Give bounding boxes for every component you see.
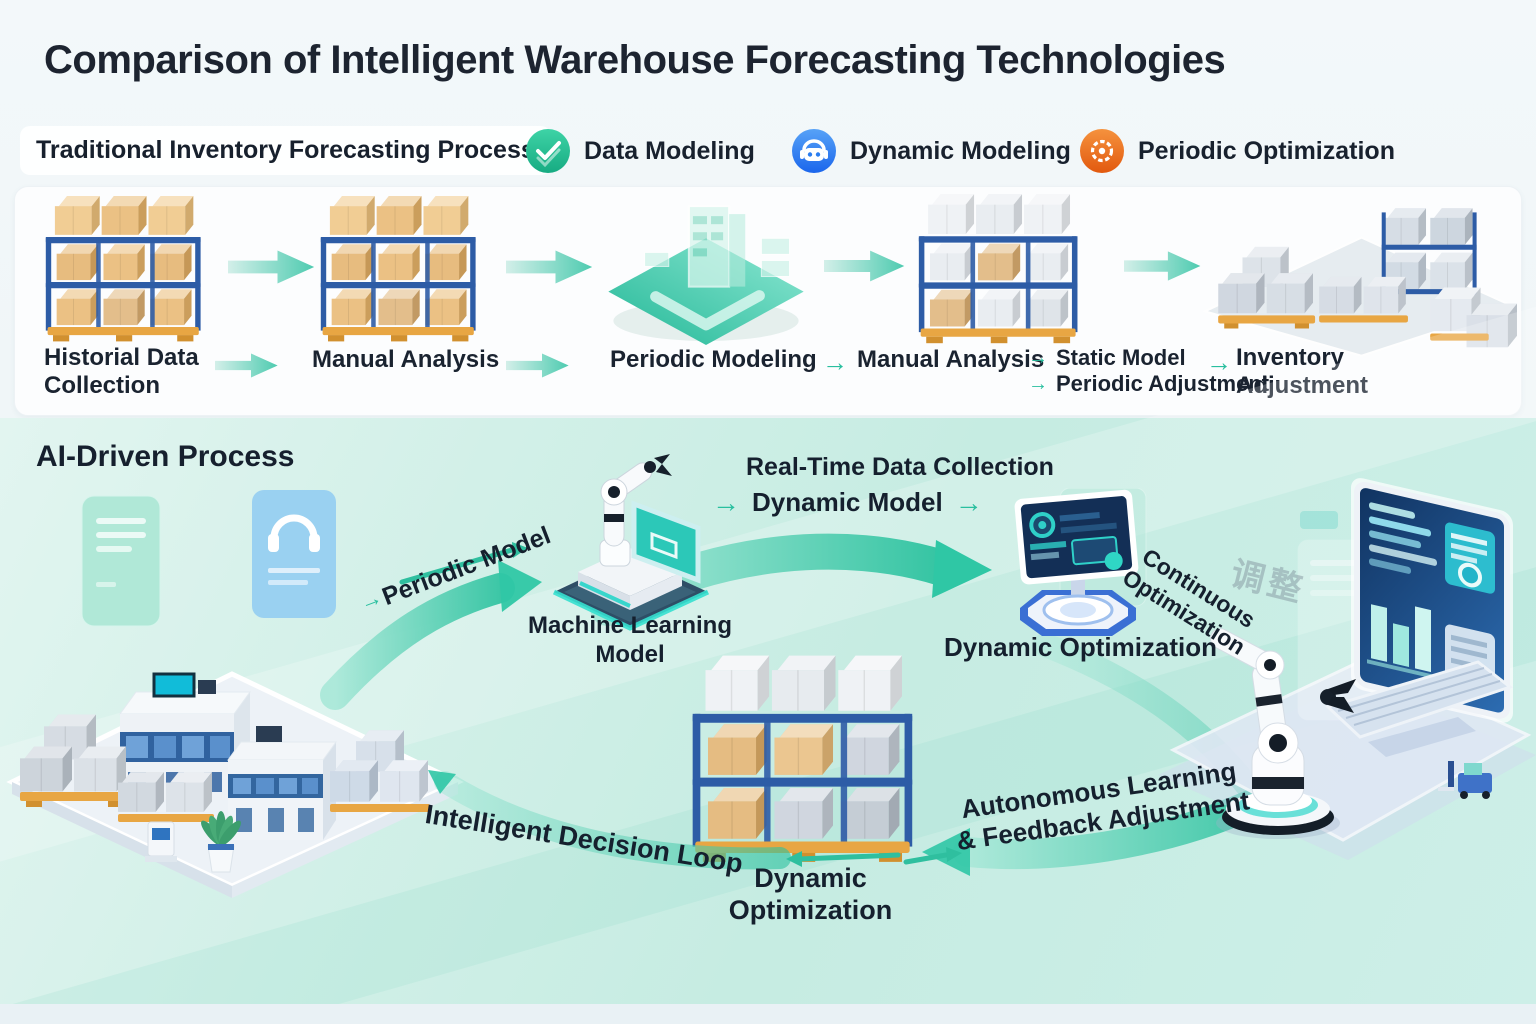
flow-arcs-over-icon bbox=[399, 542, 962, 870]
laptop-robot-icon bbox=[1158, 478, 1536, 860]
arrow-right-icon bbox=[1124, 248, 1202, 284]
arrow-right-icon: → bbox=[1206, 347, 1232, 377]
step-label-static-model: Static Model bbox=[1056, 345, 1186, 370]
arrow-right-icon: → bbox=[1028, 346, 1048, 369]
arrow-right-icon: → bbox=[1028, 372, 1048, 395]
legend-item-periodic-optimization: Periodic Optimization bbox=[1079, 128, 1395, 174]
page-title: Comparison of Intelligent Warehouse Fore… bbox=[44, 38, 1226, 82]
digital-platform-icon bbox=[608, 205, 804, 345]
label-dynamic-optimization-loop: Dynamic Optimization bbox=[728, 863, 893, 926]
label-real-time-data-collection: Real-Time Data Collection bbox=[746, 453, 1054, 481]
step-label-historical-data: Historial Data Collection bbox=[44, 344, 199, 400]
floating-card-headset bbox=[252, 490, 336, 618]
arrow-right-icon bbox=[506, 352, 570, 379]
label-dynamic-model: Dynamic Model bbox=[752, 487, 943, 518]
warehouse-rack-icon bbox=[917, 190, 1083, 347]
dynamic-model-row: → Dynamic Model → bbox=[712, 487, 983, 519]
pallet-stack bbox=[20, 713, 132, 807]
legend-label: Data Modeling bbox=[584, 136, 755, 165]
robot-arm-screen-icon bbox=[552, 454, 710, 631]
robot-arm bbox=[1210, 628, 1356, 839]
laptop-keyboard bbox=[1325, 660, 1514, 757]
arrow-right-icon bbox=[228, 248, 316, 286]
dashboard-monitor-icon bbox=[1014, 488, 1147, 636]
legend-item-data-modeling: Data Modeling bbox=[525, 128, 755, 174]
kiosk bbox=[145, 821, 177, 862]
arrow-right-icon bbox=[506, 248, 594, 286]
step-label-manual-analysis: Manual Analysis bbox=[312, 346, 500, 373]
step-label-manual-analysis-2: Manual Analysis bbox=[857, 346, 1045, 373]
robot-icon bbox=[792, 129, 836, 173]
arrow-right-icon: → bbox=[822, 347, 848, 377]
legend-label: Periodic Optimization bbox=[1138, 136, 1395, 165]
step-label-periodic-adjustment: Periodic Adjustment bbox=[1056, 371, 1270, 396]
laptop-screen bbox=[1351, 478, 1513, 723]
label-machine-learning-model: Machine Learning Model bbox=[527, 612, 733, 668]
ai-process-heading: AI-Driven Process bbox=[36, 440, 295, 473]
forklift bbox=[1438, 761, 1492, 799]
bottom-strip bbox=[0, 1004, 1536, 1024]
warehouse-rack-icon bbox=[44, 192, 206, 345]
arrow-right-icon: → bbox=[712, 487, 740, 518]
step-label-periodic-modeling: Periodic Modeling bbox=[610, 346, 817, 373]
arrow-right-icon bbox=[824, 248, 906, 284]
legend-label: Dynamic Modeling bbox=[850, 136, 1071, 165]
pallet-stack bbox=[118, 771, 214, 822]
step-label-inventory-adjustment: Inventory Adjustment bbox=[1236, 344, 1368, 400]
gear-icon bbox=[1080, 129, 1124, 173]
plant bbox=[201, 811, 241, 873]
traditional-process-title: Traditional Inventory Forecasting Proces… bbox=[20, 126, 551, 175]
pallet-stack bbox=[330, 729, 430, 812]
floating-card-teal bbox=[81, 495, 161, 627]
building bbox=[227, 726, 337, 840]
warehouse-campus-icon bbox=[6, 490, 464, 898]
label-dynamic-optimization: Dynamic Optimization bbox=[944, 632, 1218, 662]
arrow-right-icon: → bbox=[954, 487, 983, 518]
step-static-periodic: → Static Model → Periodic Adjustment bbox=[1028, 345, 1269, 397]
warehouse-rack-icon bbox=[319, 192, 481, 345]
legend-item-dynamic-modeling: Dynamic Modeling bbox=[791, 128, 1071, 174]
inventory-yard-icon bbox=[1202, 207, 1517, 357]
check-icon bbox=[526, 129, 570, 173]
arrow-right-icon bbox=[215, 352, 279, 379]
